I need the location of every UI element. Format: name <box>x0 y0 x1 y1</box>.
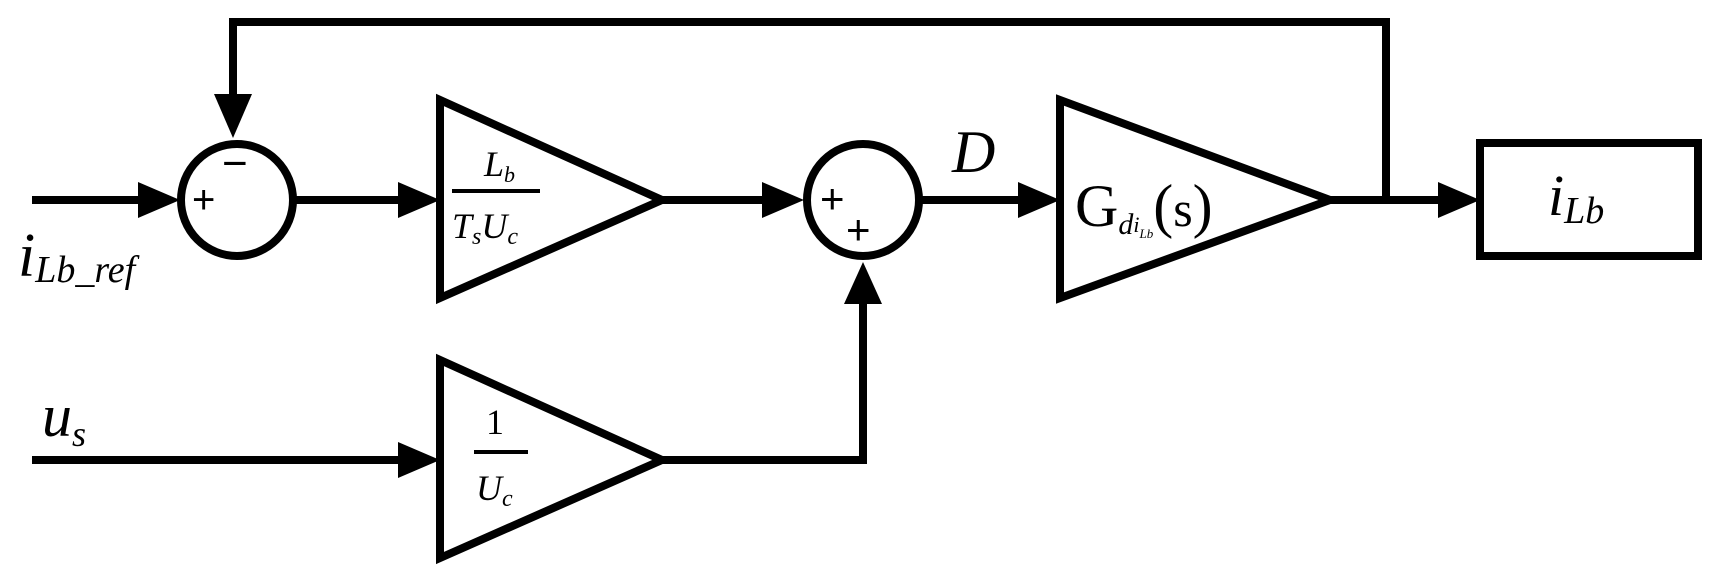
feedback-arrowhead <box>214 94 252 138</box>
duty-label: D <box>951 119 995 185</box>
gain-block-l-triangle <box>436 93 672 305</box>
plant-output-arrowhead <box>1438 182 1480 218</box>
gain-u-numerator: 1 <box>486 402 504 442</box>
error-summer-minus: − <box>222 139 248 188</box>
output-box-rect <box>1476 139 1702 260</box>
ref-input-label: iLb_ref <box>18 222 140 291</box>
gain-block-u: 1 Uc <box>436 353 672 565</box>
plant-transfer-function: GdiLb(s) <box>1075 173 1213 241</box>
gain-l-output-arrowhead <box>762 182 804 218</box>
duty-arrowhead <box>1018 182 1060 218</box>
duty-summer: + + <box>803 140 923 260</box>
feedforward-wire <box>662 302 867 464</box>
output-box: iLb <box>1476 139 1702 260</box>
error-summer: + − <box>177 139 297 260</box>
gain-l-numerator: Lb <box>483 144 515 187</box>
plant-block: GdiLb(s) <box>1056 94 1342 304</box>
gain-l-denominator: TsUc <box>452 206 518 250</box>
plant-block-triangle <box>1056 94 1342 304</box>
source-input-arrowhead <box>398 442 440 478</box>
error-summer-circle <box>177 140 297 260</box>
duty-summer-circle <box>803 140 923 260</box>
output-box-label: iLb <box>1548 163 1604 232</box>
gain-block-l: Lb TsUc <box>436 93 672 305</box>
feedback-wire <box>229 18 1390 200</box>
ref-input-arrowhead <box>138 182 180 218</box>
error-arrowhead <box>398 182 440 218</box>
feedforward-arrowhead <box>844 262 882 304</box>
source-input-label: us <box>42 383 86 454</box>
duty-summer-plus-left: + <box>820 175 845 222</box>
gain-u-denominator: Uc <box>476 468 513 512</box>
duty-summer-plus-bottom: + <box>846 206 871 253</box>
gain-block-u-triangle <box>436 353 672 565</box>
error-summer-plus: + <box>192 178 215 222</box>
